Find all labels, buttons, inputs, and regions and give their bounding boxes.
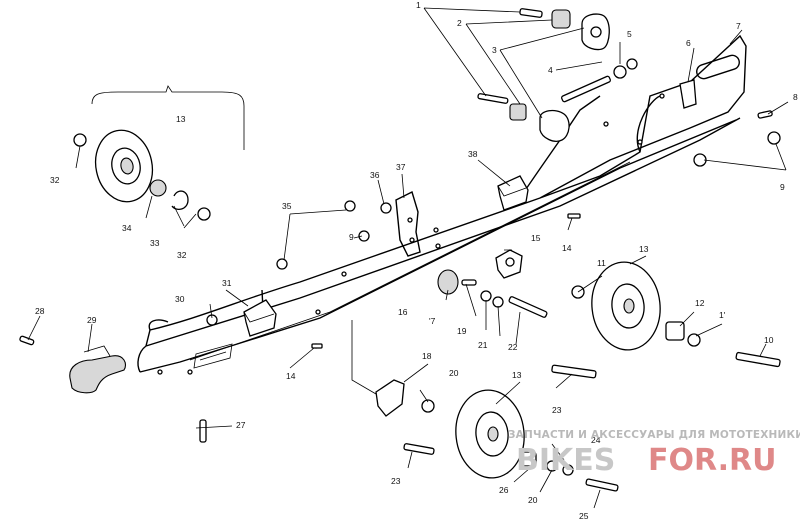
callout-30: 30	[175, 294, 185, 304]
callout-28: 28	[35, 306, 45, 316]
callout-25: 25	[579, 511, 589, 521]
callout-14b: 14	[286, 371, 296, 381]
callout-18: 18	[422, 351, 432, 361]
callout-23b: 23	[391, 476, 401, 486]
callout-21: 21	[478, 340, 488, 350]
callout-31: 31	[222, 278, 232, 288]
lower-wheel	[455, 389, 574, 479]
watermark: ЗАПЧАСТИ И АКСЕССУАРЫ ДЛЯ МОТОТЕХНИКИ BI…	[508, 429, 800, 478]
watermark-caption: ЗАПЧАСТИ И АКСЕССУАРЫ ДЛЯ МОТОТЕХНИКИ	[508, 429, 800, 441]
callout-6: 6	[686, 38, 691, 48]
callout-12: 12	[695, 298, 705, 308]
callout-20a: 20	[449, 368, 459, 378]
callout-13a: 13	[176, 114, 186, 124]
callout-32b: 32	[177, 250, 187, 260]
callout-32a: 32	[50, 175, 60, 185]
rear-hardware	[477, 8, 781, 167]
callout-38: 38	[468, 149, 478, 159]
callout-8: 8	[793, 92, 798, 102]
leader-lines	[27, 7, 789, 509]
callout-23a: 23	[552, 405, 562, 415]
callout-2: 2	[457, 18, 462, 28]
rail-block-lower	[243, 299, 277, 337]
axle-hardware	[437, 269, 597, 379]
callout-34: 34	[122, 223, 132, 233]
fasteners	[19, 200, 581, 443]
callout-1: 1	[416, 0, 421, 10]
wheel-bracket	[495, 249, 523, 279]
callout-5: 5	[627, 29, 632, 39]
callout-22: 22	[508, 342, 518, 352]
callout-27: 27	[236, 420, 246, 430]
callout-19: 19	[457, 326, 467, 336]
callout-1b: 1'	[719, 310, 726, 320]
callout-16: 16	[398, 307, 408, 317]
watermark-logo-right: FOR.RU	[648, 443, 777, 478]
callout-labels: 1 2 3 4 5 6 7 8 9 9 10 11 1' 12 13 13 13…	[35, 0, 798, 521]
callout-11: 11	[597, 258, 606, 268]
callout-20b: 20	[528, 495, 538, 505]
callout-15: 15	[531, 233, 541, 243]
callout-7: 7	[736, 21, 741, 31]
callout-29: 29	[87, 315, 97, 325]
callout-36: 36	[370, 170, 380, 180]
callout-14a: 14	[562, 243, 572, 253]
callout-33: 33	[150, 238, 160, 248]
callout-24: 24	[591, 435, 601, 445]
lower-bracket	[375, 379, 619, 492]
callout-9a: 9	[349, 232, 354, 242]
callout-35: 35	[282, 201, 292, 211]
bracket-plate	[395, 191, 441, 257]
rail-block-upper	[497, 175, 529, 211]
callout-26: 26	[499, 485, 509, 495]
middle-wheel	[571, 261, 781, 368]
callout-37: 37	[396, 162, 406, 172]
callout-10: 10	[764, 335, 774, 345]
callout-13b: 13	[639, 244, 649, 254]
callout-17: '7	[429, 316, 436, 326]
callout-3: 3	[492, 45, 497, 55]
callout-9b: 9	[780, 182, 785, 192]
rail-end-cap	[69, 345, 127, 394]
callout-13c: 13	[512, 370, 522, 380]
watermark-logo-left: BIKES	[516, 443, 615, 478]
upper-wheel-assembly	[73, 85, 245, 221]
callout-4: 4	[548, 65, 553, 75]
